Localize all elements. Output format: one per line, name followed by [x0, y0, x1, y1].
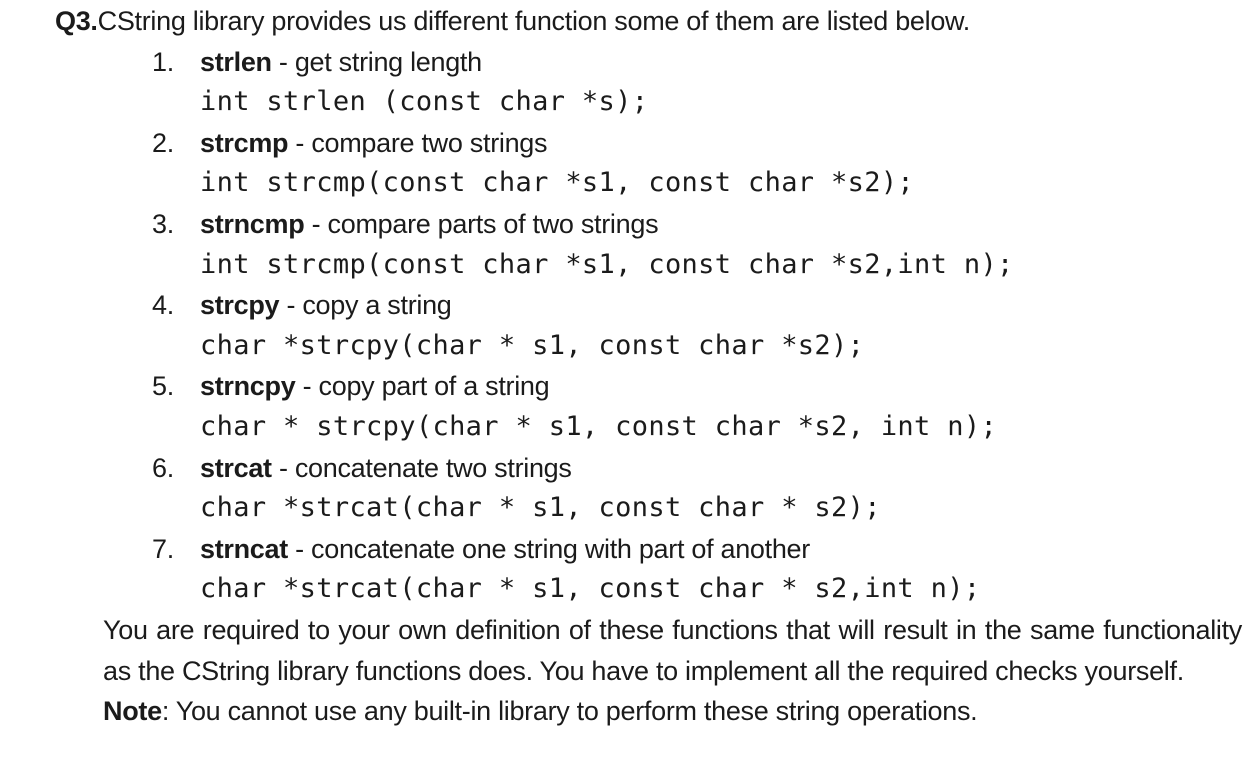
list-item-number: 5. [152, 371, 174, 402]
list-item-number: 2. [152, 127, 174, 158]
function-description: - copy part of a string [295, 371, 550, 402]
question-heading-text: CString library provides us different fu… [97, 6, 971, 36]
function-description: - concatenate one string with part of an… [287, 533, 810, 564]
function-signature: int strlen (const char *s); [200, 86, 649, 118]
function-signature: char *strcat(char * s1, const char * s2)… [200, 492, 881, 524]
list-item-number: 3. [152, 208, 174, 239]
function-label-line: strncmp - compare parts of two strings [200, 204, 1259, 245]
list-item-strncat: 7. strncat - concatenate one string with… [0, 529, 1259, 610]
question-heading: Q3.CString library provides us different… [55, 1, 1259, 42]
function-description: - get string length [271, 46, 482, 77]
function-name: strncat [200, 533, 288, 564]
function-description: - compare two strings [288, 127, 548, 158]
function-signature: int strcmp(const char *s1, const char *s… [200, 167, 915, 199]
function-name: strcmp [200, 127, 289, 158]
list-item-number: 7. [152, 533, 174, 564]
function-name: strcpy [200, 290, 280, 321]
function-label-line: strcmp - compare two strings [200, 123, 1259, 164]
list-item-strncpy: 5. strncpy - copy part of a string char … [0, 366, 1259, 447]
function-label-line: strlen - get string length [200, 42, 1259, 83]
list-item-number: 4. [152, 290, 174, 321]
function-name: strlen [200, 46, 272, 77]
function-signature: char *strcat(char * s1, const char * s2,… [200, 573, 981, 605]
function-label-line: strncpy - copy part of a string [200, 366, 1259, 407]
question-document: Q3.CString library provides us different… [0, 1, 1259, 732]
function-name: strcat [200, 452, 272, 483]
closing-paragraph: You are required to your own definition … [103, 614, 1242, 686]
list-item-strcmp: 2. strcmp - compare two strings int strc… [0, 123, 1259, 204]
note-line: Note: You cannot use any built-in librar… [103, 691, 1259, 732]
list-item-number: 1. [152, 46, 174, 77]
function-label-line: strcpy - copy a string [200, 285, 1259, 326]
function-description: - compare parts of two strings [304, 208, 659, 239]
list-item-strlen: 1. strlen - get string length int strlen… [0, 42, 1259, 123]
function-name: strncmp [200, 208, 305, 239]
function-description: - concatenate two strings [271, 452, 572, 483]
function-description: - copy a string [279, 290, 452, 321]
question-number: Q3. [55, 6, 98, 36]
function-signature: char *strcpy(char * s1, const char *s2); [200, 329, 865, 361]
list-item-strncmp: 3. strncmp - compare parts of two string… [0, 204, 1259, 285]
function-label-line: strcat - concatenate two strings [200, 448, 1259, 489]
function-name: strncpy [200, 371, 296, 402]
note-text: : You cannot use any built-in library to… [161, 696, 978, 727]
list-item-strcpy: 4. strcpy - copy a string char *strcpy(c… [0, 285, 1259, 366]
function-signature: int strcmp(const char *s1, const char *s… [200, 248, 1014, 280]
note-label: Note [103, 696, 162, 727]
function-label-line: strncat - concatenate one string with pa… [200, 529, 1259, 570]
function-signature: char * strcpy(char * s1, const char *s2,… [200, 410, 998, 442]
list-item-strcat: 6. strcat - concatenate two strings char… [0, 448, 1259, 529]
list-item-number: 6. [152, 452, 174, 483]
